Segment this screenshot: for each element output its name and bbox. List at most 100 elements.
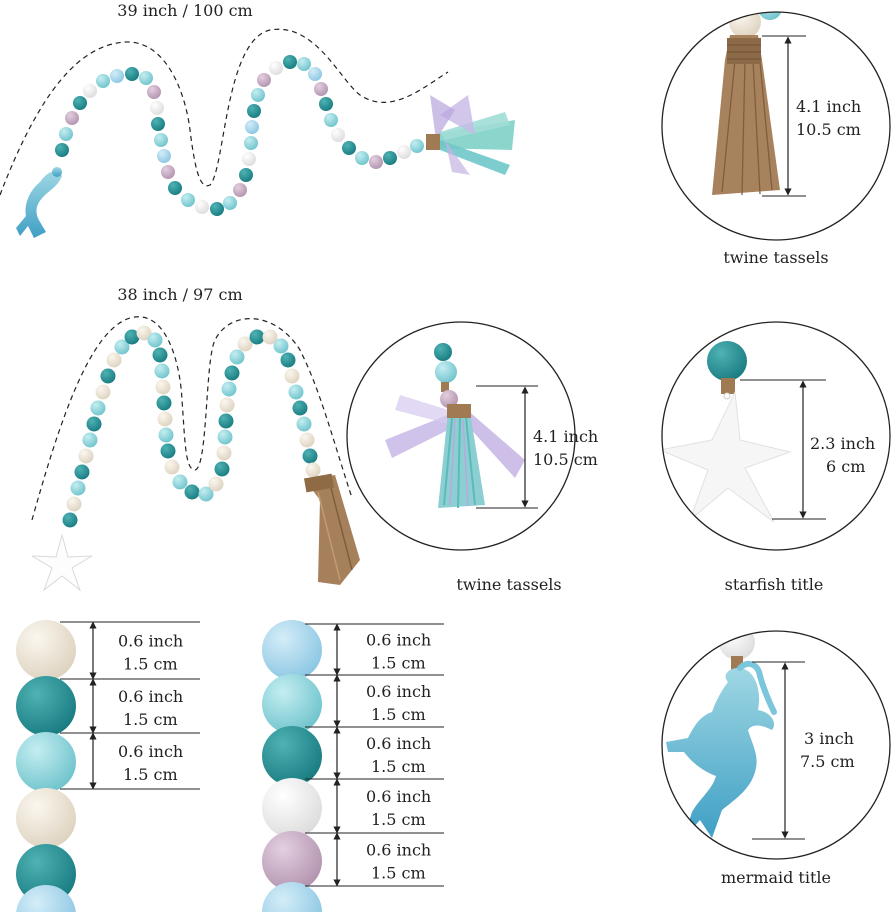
bead xyxy=(106,352,122,368)
detail-circle-mermaid xyxy=(661,630,891,860)
bead-size-cm: 1.5 cm xyxy=(123,655,178,674)
bead xyxy=(152,347,168,363)
large-bead xyxy=(262,674,322,734)
bead xyxy=(65,111,79,125)
large-bead xyxy=(16,844,76,904)
bead xyxy=(198,486,214,502)
bead xyxy=(305,462,321,478)
bead xyxy=(221,381,237,397)
large-bead xyxy=(16,732,76,792)
bead-size-inch: 0.6 inch xyxy=(118,687,183,706)
bead xyxy=(239,168,253,182)
bead xyxy=(302,448,318,464)
bead xyxy=(355,151,369,165)
bead xyxy=(114,339,130,355)
bead xyxy=(296,416,312,432)
large-bead xyxy=(262,726,322,786)
bead xyxy=(249,329,265,345)
callout-inch-mermaid: 3 inch xyxy=(804,729,854,748)
bead xyxy=(319,97,333,111)
bead xyxy=(83,84,97,98)
bead xyxy=(308,67,322,81)
bead xyxy=(237,336,253,352)
bead-size-cm: 1.5 cm xyxy=(123,765,178,784)
bead xyxy=(229,349,245,365)
bead-size-inch: 0.6 inch xyxy=(366,787,431,806)
bead xyxy=(136,325,152,341)
large-bead xyxy=(16,620,76,680)
callout-cm-mermaid: 7.5 cm xyxy=(800,752,855,771)
bead xyxy=(158,427,174,443)
bead xyxy=(208,476,224,492)
bead-size-inch: 0.6 inch xyxy=(366,734,431,753)
length-guide-short xyxy=(31,316,353,521)
bead xyxy=(216,445,232,461)
bead xyxy=(156,395,172,411)
bead xyxy=(154,363,170,379)
bead xyxy=(257,73,271,87)
ribbon-tassel-long xyxy=(426,95,515,175)
bead xyxy=(124,329,140,345)
bead-size-inch: 0.6 inch xyxy=(366,841,431,860)
bead xyxy=(78,448,94,464)
bead xyxy=(262,329,278,345)
bead xyxy=(292,400,308,416)
bead-size-cm: 1.5 cm xyxy=(123,710,178,729)
bead-size-inch: 0.6 inch xyxy=(118,632,183,651)
bead xyxy=(181,193,195,207)
twine-tassel-short xyxy=(303,473,360,585)
caption-starfish: starfish title xyxy=(725,575,824,594)
garland-long xyxy=(0,28,515,238)
bead xyxy=(299,432,315,448)
bead xyxy=(73,96,87,110)
length-guide-long xyxy=(0,28,449,196)
bead xyxy=(210,202,224,216)
bead-size-cm: 1.5 cm xyxy=(371,757,426,776)
bead xyxy=(297,57,311,71)
bead xyxy=(172,474,188,490)
bead xyxy=(157,149,171,163)
bead xyxy=(168,181,182,195)
callout-inch-tassel-2: 4.1 inch xyxy=(533,427,598,446)
bead xyxy=(195,200,209,214)
bead xyxy=(55,143,69,157)
bead-size-cm: 1.5 cm xyxy=(371,654,426,673)
bead-size-inch: 0.6 inch xyxy=(118,742,183,761)
caption-tassel-2: twine tassels xyxy=(456,575,561,594)
bead xyxy=(214,461,230,477)
bead xyxy=(154,133,168,147)
large-bead xyxy=(262,882,322,912)
callout-inch-starfish: 2.3 inch xyxy=(810,434,875,453)
bead xyxy=(164,459,180,475)
bead xyxy=(397,145,411,159)
bead xyxy=(110,69,124,83)
bead xyxy=(283,55,297,69)
bead xyxy=(150,101,164,115)
callout-cm-tassel-2: 10.5 cm xyxy=(533,450,598,469)
bead xyxy=(224,365,240,381)
large-bead xyxy=(16,885,76,912)
bead xyxy=(86,416,102,432)
bead xyxy=(218,413,234,429)
bead xyxy=(273,338,289,354)
bead xyxy=(314,82,328,96)
bead xyxy=(342,141,356,155)
bead-size-cm: 1.5 cm xyxy=(371,864,426,883)
length-label-short: 38 inch / 97 cm xyxy=(117,285,242,304)
bead xyxy=(251,88,265,102)
bead xyxy=(247,104,261,118)
bead-strand-long xyxy=(55,55,424,216)
bead xyxy=(284,368,300,384)
callout-cm-tassel-1: 10.5 cm xyxy=(796,120,861,139)
large-bead xyxy=(262,620,322,680)
bead xyxy=(288,384,304,400)
bead-column-right: 0.6 inch 1.5 cm 0.6 inch 1.5 cm 0.6 inch 1.5 … xyxy=(262,620,444,912)
bead xyxy=(147,332,163,348)
bead xyxy=(160,443,176,459)
bead-size-inch: 0.6 inch xyxy=(366,631,431,650)
bead xyxy=(280,352,296,368)
bead xyxy=(331,128,345,142)
bead xyxy=(70,480,86,496)
bead-size-cm: 1.5 cm xyxy=(371,705,426,724)
bead xyxy=(82,432,98,448)
